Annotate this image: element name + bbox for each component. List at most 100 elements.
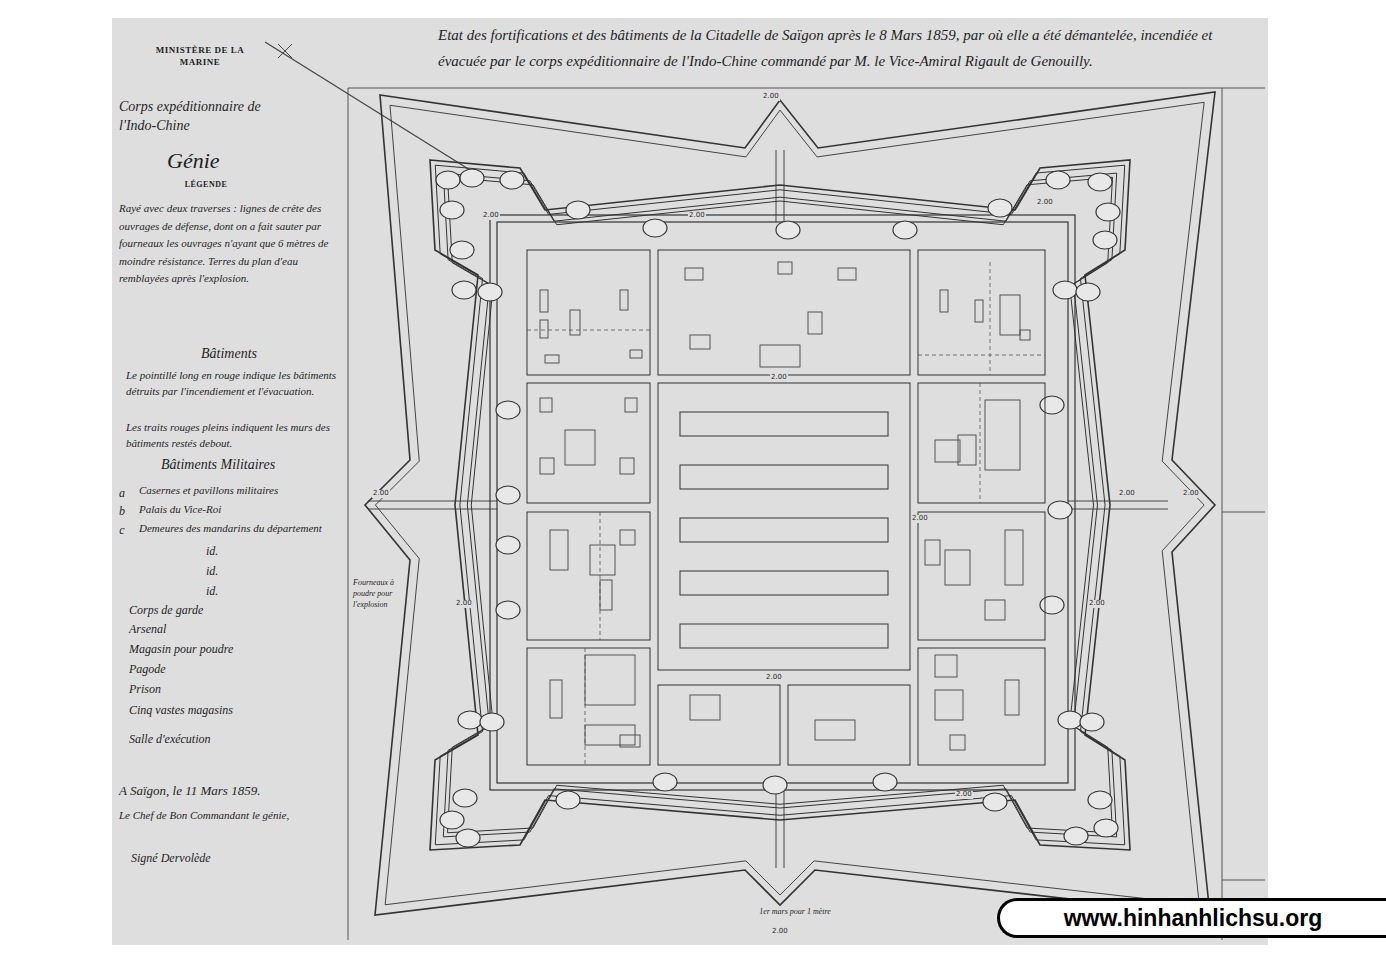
building [630,350,642,358]
building [935,655,957,677]
city-block [658,250,910,375]
city-block [918,512,1045,640]
building [935,440,960,462]
bastion-tower [1094,819,1118,837]
city-block [527,512,650,640]
city-block [658,383,910,670]
legend-text: Arsenal [128,621,328,637]
dimension-label: 2.00 [455,600,473,608]
bastion-tower [1064,827,1088,845]
city-block [658,685,780,765]
building [958,435,976,465]
dimension-label: 2.00 [911,515,929,523]
date-line: A Saïgon, le 11 Mars 1859. [118,782,338,800]
building [760,345,800,367]
building [590,545,615,575]
bastion-tower [453,789,477,807]
service-heading: Génie [166,146,246,176]
building [585,655,635,705]
legend-text: id. [205,563,245,579]
glacis-outline [375,102,1204,904]
dashed-line [990,262,991,375]
scale-note: 1er mars pour 1 mètre [740,907,850,918]
building [950,735,965,750]
building [1005,530,1023,585]
bastion-tower [440,811,464,829]
bastion-tower [1053,281,1077,299]
bastion-tower [653,773,677,791]
legend-text: Pagode [128,661,328,677]
building [985,400,1020,470]
bastion-tower [480,713,504,731]
building [600,580,612,610]
callout-letter: b [115,503,129,519]
dimension-label: 2.00 [765,674,783,682]
dimension-label: 2.00 [762,93,780,101]
frame-line [1222,512,1265,513]
inner-wall [490,215,1075,790]
building [808,312,822,334]
bastion-tower [440,201,464,219]
legend-heading: Bâtiments [200,345,300,364]
legend-note: Rayé avec deux traverses : lignes de crê… [118,200,343,288]
frame-line [1222,88,1223,940]
gate-road [368,509,497,510]
dimension-label: 2.00 [1088,600,1106,608]
bastion-tower [1046,171,1070,189]
bastion-tower [436,171,460,189]
gate-road [784,788,785,868]
city-block [918,383,1045,503]
building [550,680,562,718]
building [1000,295,1020,335]
dashed-line [527,330,650,331]
city-block [918,648,1045,765]
gate-road [776,150,777,222]
rampart-outline [443,173,1116,837]
bastion-tower [566,201,590,219]
dimension-label: 2.00 [1118,490,1136,498]
legend-note: Les traits rouges pleins indiquent les m… [125,420,345,452]
legend-text: id. [205,583,245,599]
bastion-tower [450,241,474,259]
gate-road [784,150,785,222]
legend-text: Casernes et pavillons militaires [138,483,343,498]
legend-text: Cinq vastes magasins [128,702,328,718]
building [565,430,595,465]
legend-heading: LÉGENDE [166,180,246,190]
plan-title: Etat des fortifications et des bâtiments… [438,22,1260,74]
bastion-tower [460,169,484,187]
callout-letter: c [115,522,129,538]
bastion-tower [776,221,800,239]
building [540,290,548,312]
building [690,335,710,349]
legend-note: Le pointillé long en rouge indique les b… [125,368,345,400]
city-block [918,250,1045,375]
storehouse [680,518,888,542]
city-block [527,250,650,375]
bastion-tower [873,773,897,791]
bastion-tower [643,219,667,237]
storehouse [680,465,888,489]
building [1005,680,1019,715]
legend-text: id. [205,543,245,559]
bastion-tower [983,793,1007,811]
gate-road [1068,509,1168,510]
rampart-outline [448,177,1113,833]
legend-text: Prison [128,681,328,697]
paper [112,18,1268,945]
bastion-tower [496,486,520,504]
dimension-label: 2.00 [770,374,788,382]
building [685,268,703,280]
dashed-line [600,512,601,640]
signature-line: Le Chef de Bon Commandant le génie, [118,808,338,823]
building [545,355,559,363]
building [540,398,552,412]
legend-text: Palais du Vice-Roi [138,502,343,517]
dimension-label: 2.00 [771,928,789,936]
bastion-tower [458,711,482,729]
frame-line [348,88,1265,89]
bastion-tower [1040,396,1064,414]
building [550,530,568,570]
dashed-line [980,383,981,503]
legend-text: Demeures des mandarins du département [138,521,344,536]
